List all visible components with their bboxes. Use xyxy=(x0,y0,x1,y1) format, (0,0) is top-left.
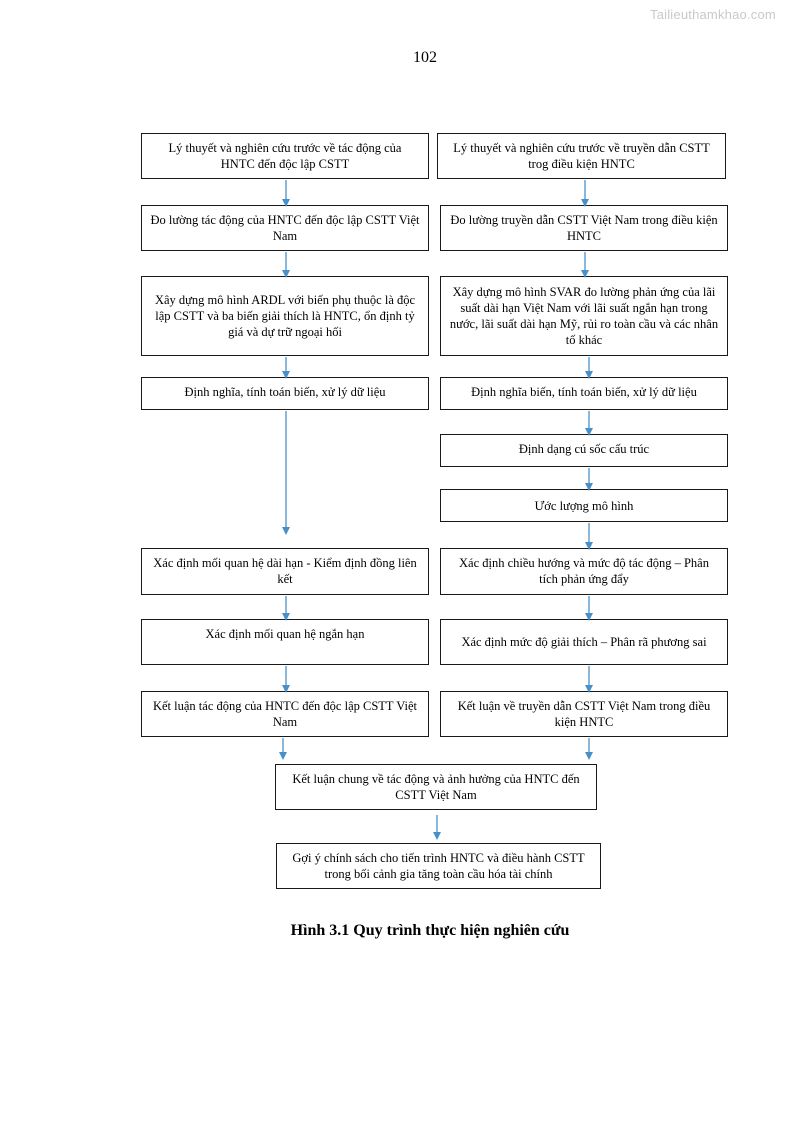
right-step-theory: Lý thuyết và nghiên cứu trước về truyền … xyxy=(437,133,726,179)
figure-caption: Hình 3.1 Quy trình thực hiện nghiên cứu xyxy=(290,922,570,939)
page-number: 102 xyxy=(413,49,437,66)
right-step-estimation: Ước lượng mô hình xyxy=(440,489,728,522)
left-step-long-run: Xác định mối quan hệ dài hạn - Kiểm định… xyxy=(141,548,429,595)
right-step-estimation-text: Ước lượng mô hình xyxy=(534,498,634,513)
left-step-measure-text: Đo lường tác động của HNTC đến độc lập C… xyxy=(150,213,420,243)
right-step-variance-decomposition: Xác định mức độ giải thích – Phân rã phư… xyxy=(440,619,728,665)
right-step-data-text: Định nghĩa biến, tính toán biến, xử lý d… xyxy=(471,385,697,399)
right-step-conclusion-text: Kết luận về truyền dẫn CSTT Việt Nam tro… xyxy=(457,699,711,729)
left-step-short-run-text: Xác định mối quan hệ ngắn hạn xyxy=(205,627,365,641)
left-step-data: Định nghĩa, tính toán biến, xử lý dữ liệ… xyxy=(141,377,429,410)
left-step-theory-text: Lý thuyết và nghiên cứu trước về tác độn… xyxy=(168,141,402,171)
left-step-ardl-model-text: Xây dựng mô hình ARDL với biến phụ thuộc… xyxy=(154,293,416,339)
left-step-measure: Đo lường tác động của HNTC đến độc lập C… xyxy=(141,205,429,251)
right-step-svar-model: Xây dựng mô hình SVAR đo lường phản ứng … xyxy=(440,276,728,356)
right-step-svar-model-text: Xây dựng mô hình SVAR đo lường phản ứng … xyxy=(449,285,719,347)
policy-recommendation-text: Gợi ý chính sách cho tiến trình HNTC và … xyxy=(292,851,585,881)
watermark-text: Tailieuthamkhao.com xyxy=(650,7,776,22)
right-step-theory-text: Lý thuyết và nghiên cứu trước về truyền … xyxy=(453,141,710,171)
left-step-data-text: Định nghĩa, tính toán biến, xử lý dữ liệ… xyxy=(184,385,386,399)
general-conclusion-text: Kết luận chung về tác động và ảnh hưởng … xyxy=(292,772,580,802)
left-step-theory: Lý thuyết và nghiên cứu trước về tác độn… xyxy=(141,133,429,179)
right-step-structural-shock-text: Định dạng cú sốc cấu trúc xyxy=(518,442,650,456)
left-step-short-run: Xác định mối quan hệ ngắn hạn xyxy=(141,619,429,665)
left-step-conclusion-text: Kết luận tác động của HNTC đến độc lập C… xyxy=(152,699,417,729)
left-step-conclusion: Kết luận tác động của HNTC đến độc lập C… xyxy=(141,691,429,737)
general-conclusion: Kết luận chung về tác động và ảnh hưởng … xyxy=(275,764,597,810)
policy-recommendation: Gợi ý chính sách cho tiến trình HNTC và … xyxy=(276,843,601,889)
right-step-measure: Đo lường truyền dẫn CSTT Việt Nam trong … xyxy=(440,205,728,251)
right-step-structural-shock: Định dạng cú sốc cấu trúc xyxy=(440,434,728,467)
right-step-data: Định nghĩa biến, tính toán biến, xử lý d… xyxy=(440,377,728,410)
left-step-long-run-text: Xác định mối quan hệ dài hạn - Kiểm định… xyxy=(153,556,417,586)
right-step-measure-text: Đo lường truyền dẫn CSTT Việt Nam trong … xyxy=(450,213,718,243)
left-step-ardl-model: Xây dựng mô hình ARDL với biến phụ thuộc… xyxy=(141,276,429,356)
right-step-impulse-response: Xác định chiều hướng và mức độ tác động … xyxy=(440,548,728,595)
right-step-conclusion: Kết luận về truyền dẫn CSTT Việt Nam tro… xyxy=(440,691,728,737)
right-step-impulse-response-text: Xác định chiều hướng và mức độ tác động … xyxy=(459,556,709,586)
right-step-variance-decomposition-text: Xác định mức độ giải thích – Phân rã phư… xyxy=(461,635,707,649)
